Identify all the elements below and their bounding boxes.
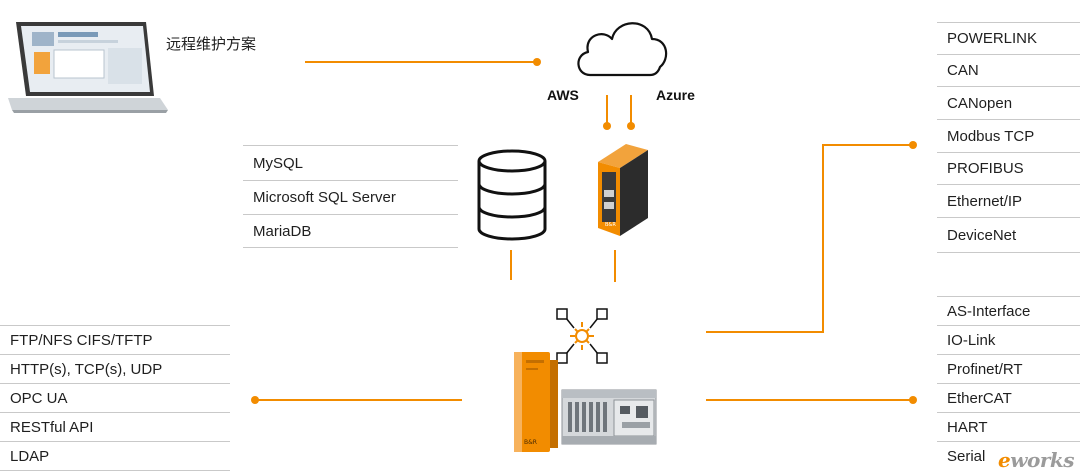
list-item: IO-Link <box>937 325 1080 354</box>
list-item: OPC UA <box>0 383 230 412</box>
list-item: LDAP <box>0 441 230 471</box>
list-item: RESTful API <box>0 412 230 441</box>
database-list: MySQL Microsoft SQL Server MariaDB <box>243 145 458 249</box>
list-item: Microsoft SQL Server <box>243 180 458 214</box>
fieldbus-bottom-list: AS-Interface IO-Link Profinet/RT EtherCA… <box>937 296 1080 474</box>
list-item: EtherCAT <box>937 383 1080 412</box>
laptop-icon <box>8 22 168 113</box>
protocols-list: FTP/NFS CIFS/TFTP HTTP(s), TCP(s), UDP O… <box>0 325 230 473</box>
remote-maintenance-label: 远程维护方案 <box>166 36 257 53</box>
svg-text:B&R: B&R <box>524 439 537 446</box>
list-item: POWERLINK <box>937 22 1080 54</box>
aws-label: AWS <box>547 87 579 103</box>
protocols-arrow-dot <box>251 396 259 404</box>
list-item: CANopen <box>937 86 1080 119</box>
list-item: AS-Interface <box>937 296 1080 325</box>
watermark-logo: eworks <box>998 448 1074 472</box>
list-item: PROFIBUS <box>937 152 1080 184</box>
svg-text:B&R: B&R <box>605 222 616 228</box>
list-item: MySQL <box>243 145 458 180</box>
list-item: HART <box>937 412 1080 441</box>
fieldbus-bottom-arrow-dot <box>909 396 917 404</box>
list-item: MariaDB <box>243 214 458 248</box>
azure-arrow-dot <box>627 122 635 130</box>
list-item: Serial <box>937 441 1080 471</box>
remote-arrow-dot <box>533 58 541 66</box>
database-icon <box>477 149 547 241</box>
azure-label: Azure <box>656 87 695 103</box>
io-module-icon <box>561 389 657 445</box>
fieldbus-top-list: POWERLINK CAN CANopen Modbus TCP PROFIBU… <box>937 22 1080 255</box>
list-item: FTP/NFS CIFS/TFTP <box>0 325 230 354</box>
edge-gateway-icon: B&R <box>598 144 648 236</box>
fieldbus-top-arrow-dot <box>909 141 917 149</box>
network-hub-icon <box>556 308 608 364</box>
list-item: Profinet/RT <box>937 354 1080 383</box>
plc-controller-icon: B&R <box>514 352 558 452</box>
aws-arrow-dot <box>603 122 611 130</box>
list-item: Ethernet/IP <box>937 184 1080 217</box>
list-item: CAN <box>937 54 1080 86</box>
list-item: DeviceNet <box>937 217 1080 253</box>
cloud-icon <box>577 22 668 77</box>
list-item: HTTP(s), TCP(s), UDP <box>0 354 230 383</box>
list-item: Modbus TCP <box>937 119 1080 152</box>
fieldbus-top-connector <box>706 144 912 333</box>
